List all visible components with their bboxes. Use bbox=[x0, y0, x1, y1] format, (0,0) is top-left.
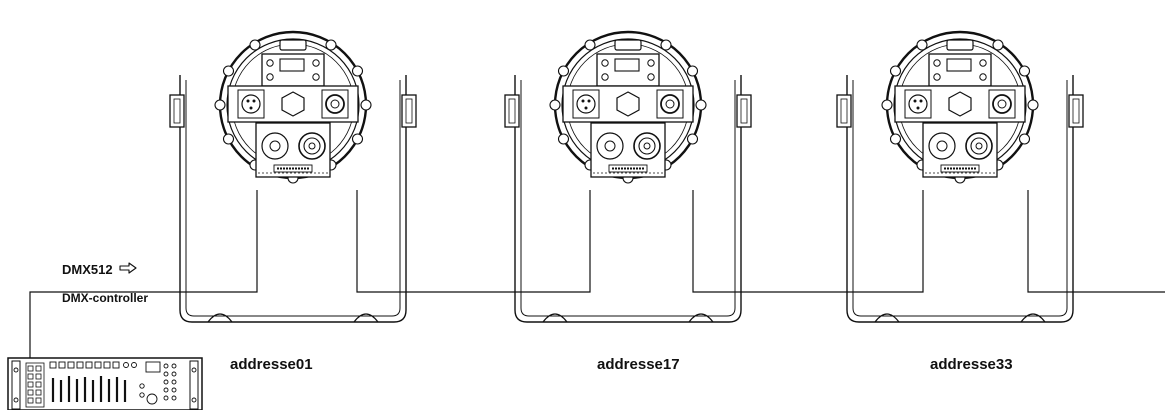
fixture-1 bbox=[168, 30, 418, 324]
fixture-2-address-label: addresse17 bbox=[597, 356, 680, 373]
fixture-3-address-label: addresse33 bbox=[930, 356, 1013, 373]
arrow-right-outline-icon bbox=[119, 262, 137, 274]
dmx-controller-label: DMX-controller bbox=[62, 291, 149, 305]
dmx-controller-icon bbox=[7, 357, 203, 410]
dmx-link-out bbox=[1027, 190, 1165, 293]
fixture-2 bbox=[503, 30, 753, 324]
dmx512-signal-label: DMX512 bbox=[62, 262, 113, 277]
dmx-link-2-3 bbox=[692, 190, 924, 293]
fixture-1-address-label: addresse01 bbox=[230, 356, 313, 373]
dmx-cable bbox=[29, 190, 258, 358]
fixture-3 bbox=[835, 30, 1085, 324]
dmx-link-1-2 bbox=[356, 190, 591, 293]
